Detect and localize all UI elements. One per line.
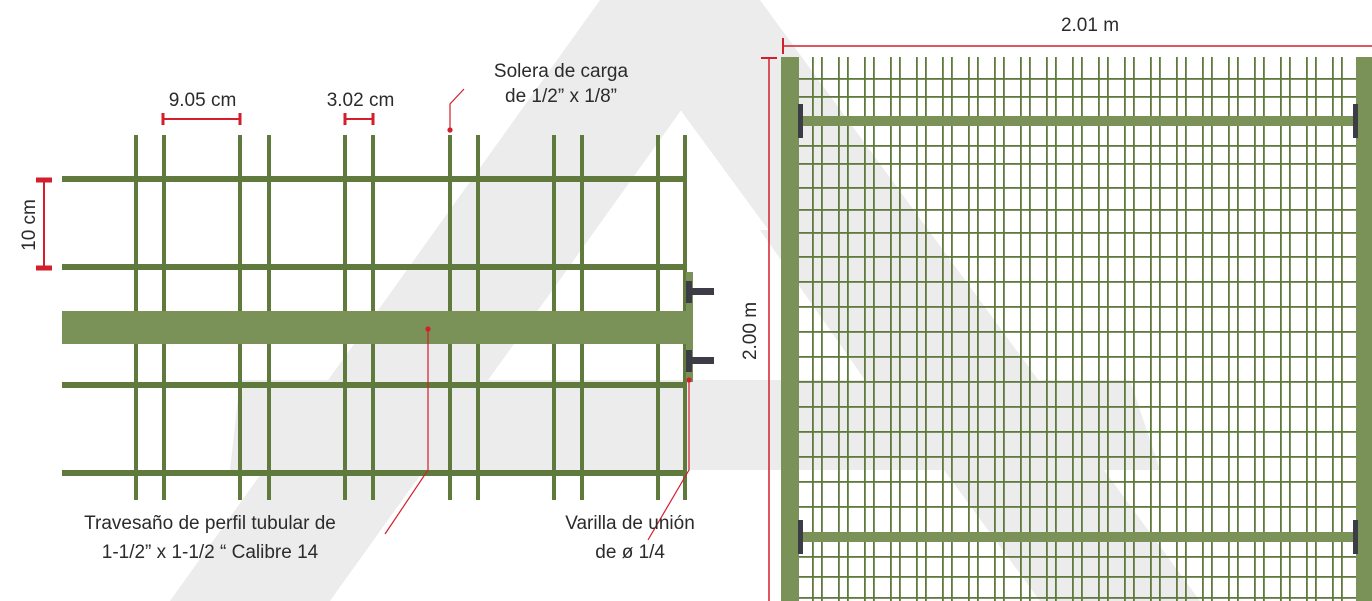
panel-vertical-bar <box>821 57 823 601</box>
panel-vertical-bar <box>1150 57 1152 601</box>
dim-height-label: 10 cm <box>19 199 40 251</box>
panel-vertical-bar <box>1046 57 1048 601</box>
bolt-shank <box>692 288 714 295</box>
panel-vertical-bar <box>951 57 953 601</box>
solera-label-line1: Solera de carga <box>493 61 629 82</box>
panel-vertical-bar <box>977 57 979 601</box>
panel-vertical-bar <box>1107 57 1109 601</box>
panel-vertical-bar <box>812 57 814 601</box>
travesano-label-line2: 1-1/2” x 1-1/2 “ Calibre 14 <box>101 542 319 563</box>
panel-vertical-bar <box>1202 57 1204 601</box>
dim-spacing-wide-label: 9.05 cm <box>168 90 237 111</box>
panel-brackets <box>798 104 1358 554</box>
leader-lines <box>384 88 690 541</box>
panel-vertical-bar <box>1124 57 1126 601</box>
panel-vertical-bar <box>1020 57 1022 601</box>
bolt-head <box>686 281 692 303</box>
panel-vertical-bar <box>1072 57 1074 601</box>
panel-vertical-bar <box>916 57 918 601</box>
panel-vertical-bar <box>1159 57 1161 601</box>
panel-vertical-bar <box>899 57 901 601</box>
dim-spacing-narrow-label: 3.02 cm <box>326 90 395 111</box>
panel-vertical-bar <box>968 57 970 601</box>
panel-vertical-bar <box>1055 57 1057 601</box>
bolt-shank <box>692 357 714 364</box>
panel-vertical-bar <box>1081 57 1083 601</box>
panel-vertical-bar <box>1341 57 1343 601</box>
panel-vertical-bar <box>847 57 849 601</box>
tubular-crossbar <box>62 311 688 344</box>
panel-vertical-bar <box>1228 57 1230 601</box>
panel-vertical-bar <box>994 57 996 601</box>
panel-vertical-bar <box>1185 57 1187 601</box>
solera-label-line2: de 1/2” x 1/8” <box>505 86 617 107</box>
panel-vertical-bar <box>838 57 840 601</box>
panel-vertical-bar <box>1176 57 1178 601</box>
dimension-marks-right <box>761 38 1372 601</box>
dimension-marks-left <box>36 113 375 271</box>
varilla-leader <box>647 380 690 541</box>
grating-detail <box>62 135 714 500</box>
leader-dots <box>425 127 692 383</box>
varilla-label-line2: de ø 1/4 <box>595 542 665 563</box>
panel-vertical-bar <box>942 57 944 601</box>
varilla-label-line1: Varilla de unión <box>565 513 695 534</box>
panel-post-left <box>781 57 799 601</box>
panel-vertical-bar <box>890 57 892 601</box>
panel-vertical-bar <box>1003 57 1005 601</box>
travesano-label-line1: Travesaño de perfil tubular de <box>84 513 336 534</box>
panel-crossbar-top <box>800 116 1356 126</box>
solera-leader <box>449 88 465 130</box>
panel-vertical-bar <box>873 57 875 601</box>
panel-vertical-bar <box>864 57 866 601</box>
panel-vertical-bar <box>1133 57 1135 601</box>
panel-vertical-bar <box>1098 57 1100 601</box>
panel-post-right <box>1356 57 1372 601</box>
joint-plate <box>686 272 693 382</box>
panel-vertical-bar <box>1306 57 1308 601</box>
panel-horizontal-wires <box>782 78 1372 599</box>
panel-vertical-bar <box>1211 57 1213 601</box>
panel-vertical-bar <box>1289 57 1291 601</box>
panel-crossbar-bottom <box>800 532 1356 542</box>
bolts <box>686 281 714 372</box>
panel-vertical-bar <box>1332 57 1334 601</box>
panel-view <box>781 57 1372 601</box>
panel-vertical-bars <box>812 57 1343 601</box>
bolt-head <box>686 350 692 372</box>
travesano-leader <box>384 329 429 535</box>
panel-vertical-bar <box>1254 57 1256 601</box>
panel-vertical-bar <box>925 57 927 601</box>
panel-height-label: 2.00 m <box>740 301 761 361</box>
panel-vertical-bar <box>1029 57 1031 601</box>
panel-vertical-bar <box>1237 57 1239 601</box>
panel-vertical-bar <box>1263 57 1265 601</box>
panel-vertical-bar <box>1280 57 1282 601</box>
panel-width-label: 2.01 m <box>1060 15 1120 36</box>
panel-vertical-bar <box>1315 57 1317 601</box>
